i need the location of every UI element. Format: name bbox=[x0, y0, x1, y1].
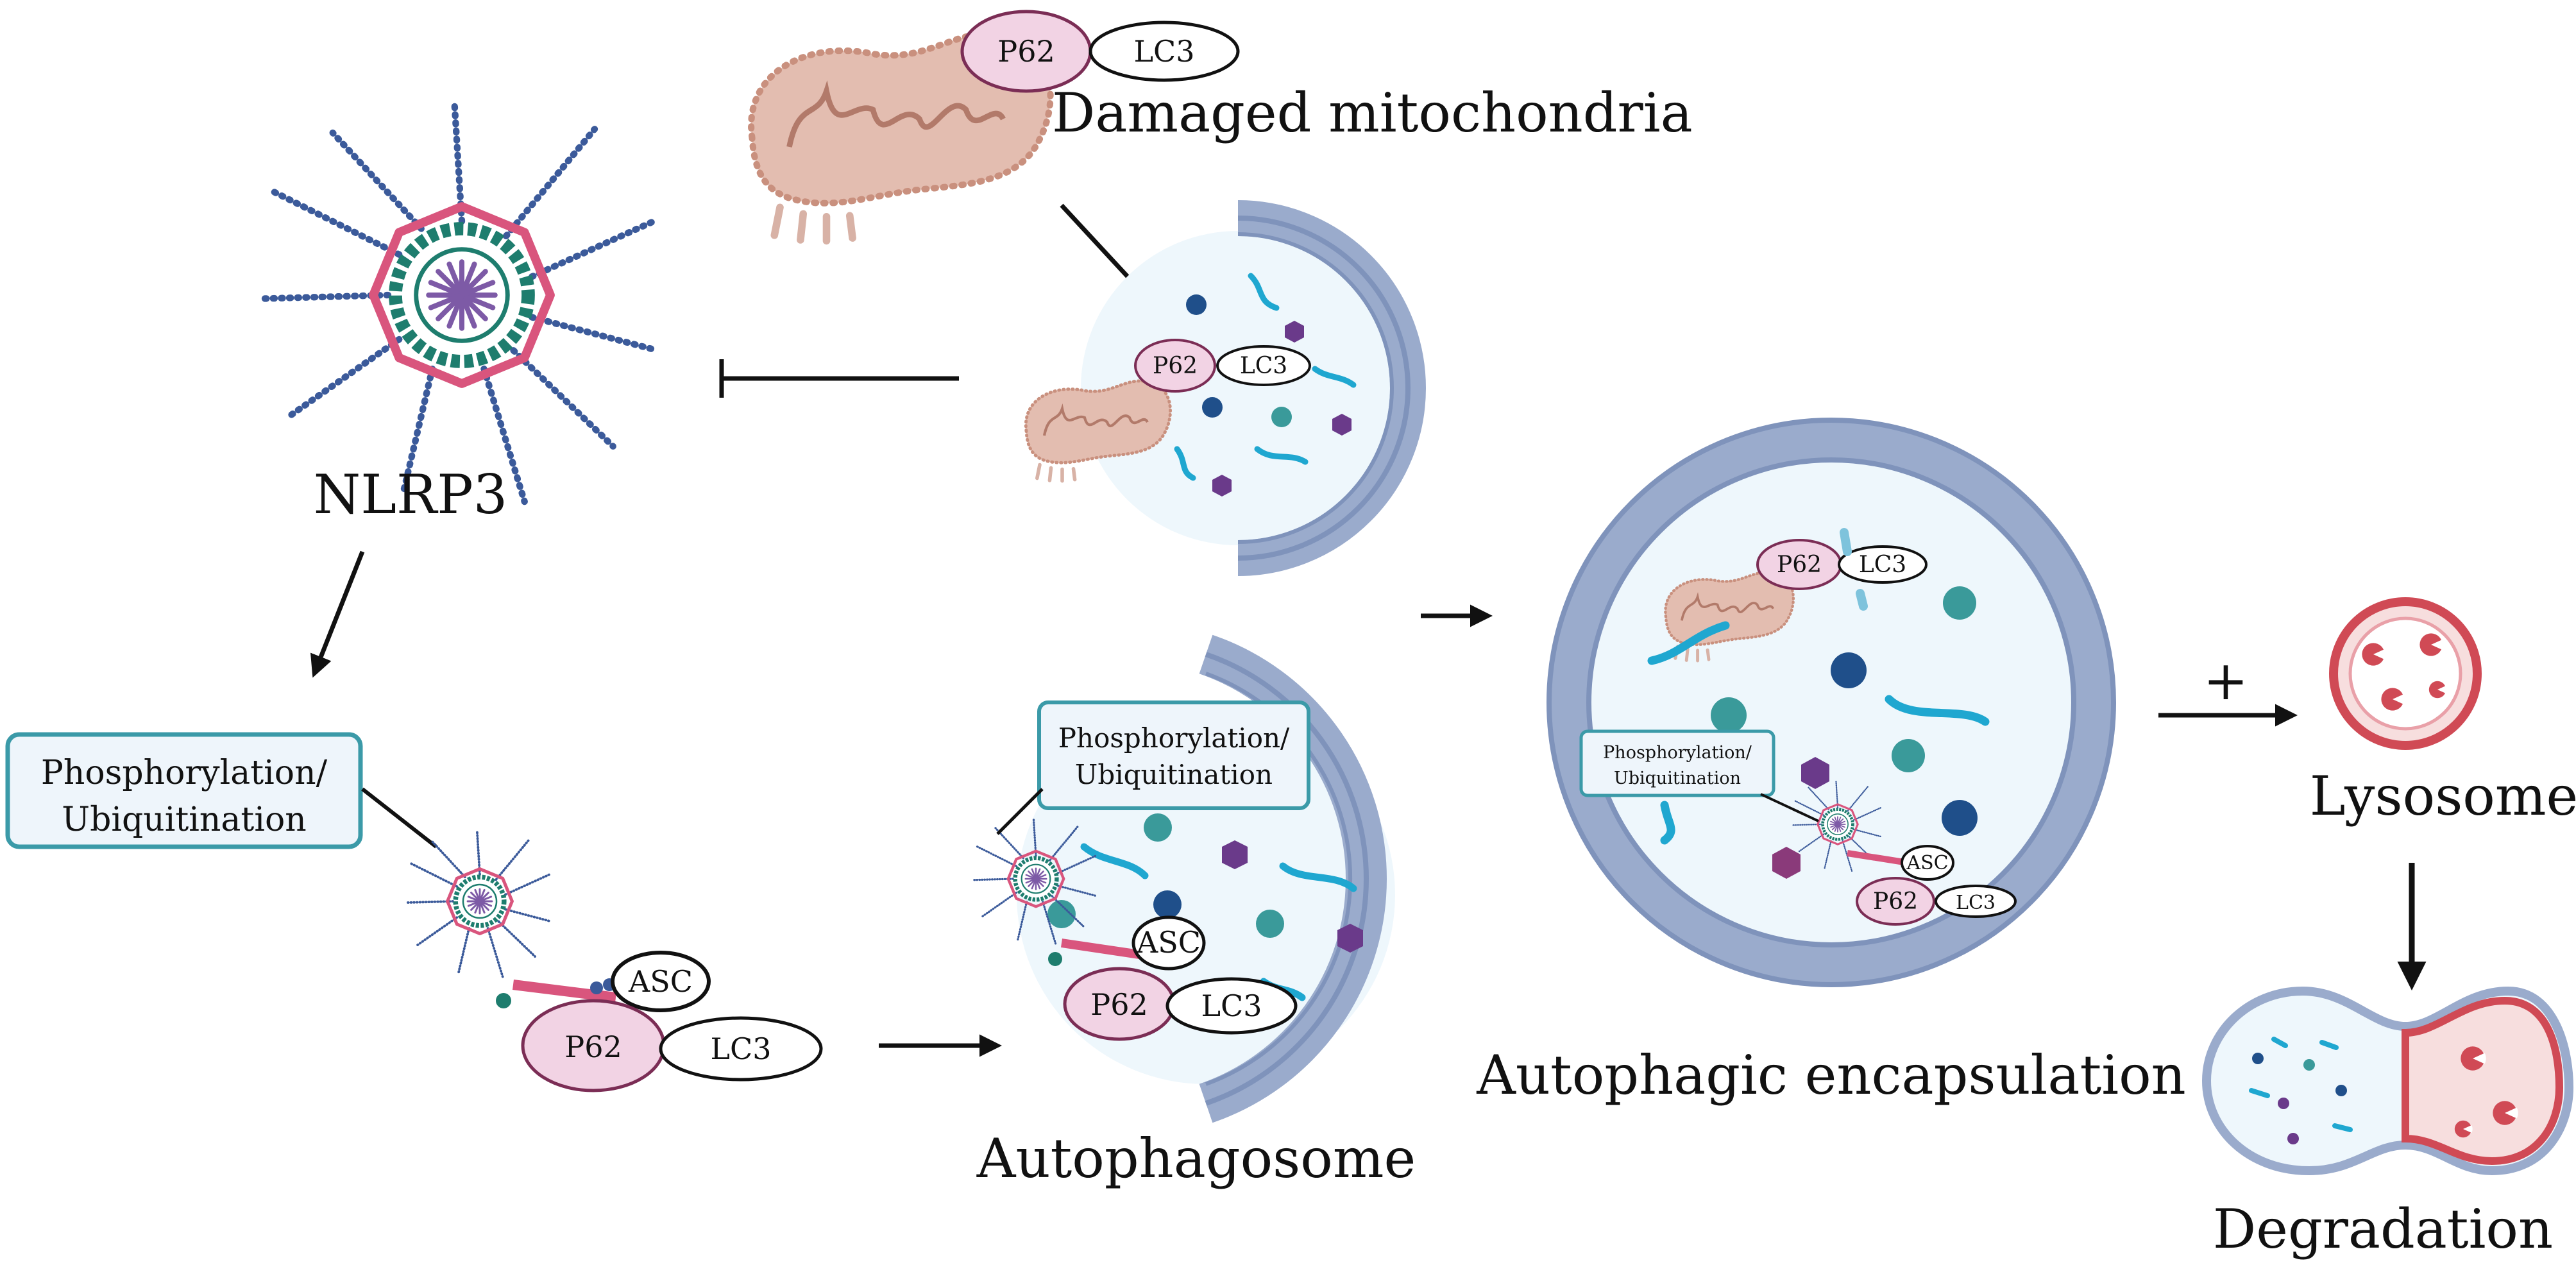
svg-text:P62: P62 bbox=[564, 1030, 622, 1064]
cargo bbox=[1047, 813, 1363, 1001]
lc3-badge: LC3 bbox=[1165, 977, 1298, 1035]
svg-text:LC3: LC3 bbox=[1133, 34, 1194, 69]
p62-badge: P62 bbox=[521, 999, 666, 1092]
p62-badge: P62 bbox=[960, 10, 1092, 93]
svg-text:Ubiquitination: Ubiquitination bbox=[1075, 759, 1273, 790]
lc3-badge: LC3 bbox=[1216, 345, 1311, 386]
svg-text:ASC: ASC bbox=[1136, 925, 1201, 960]
arrow-nlrp3-down bbox=[310, 550, 365, 678]
plus-label: + bbox=[2203, 649, 2248, 712]
box-pointer-mid bbox=[996, 788, 1044, 835]
box-pointer-right bbox=[1760, 793, 1819, 822]
svg-text:ASC: ASC bbox=[628, 964, 693, 999]
svg-text:ASC: ASC bbox=[1906, 852, 1948, 874]
svg-text:Ubiquitination: Ubiquitination bbox=[1614, 768, 1741, 788]
svg-text:P62: P62 bbox=[1153, 353, 1198, 379]
asc-linker-right bbox=[1847, 850, 1909, 866]
asc-linker-mid bbox=[1048, 938, 1149, 966]
lc3-badge: LC3 bbox=[1935, 885, 2017, 918]
p62-badge: P62 bbox=[1856, 877, 1935, 926]
phosphorylation-box-right: Phosphorylation/ Ubiquitination bbox=[1579, 729, 1775, 797]
svg-text:Phosphorylation/: Phosphorylation/ bbox=[1058, 722, 1290, 754]
asc-badge: ASC bbox=[611, 951, 711, 1012]
autophagosome-label: Autophagosome bbox=[976, 1127, 1416, 1190]
cargo bbox=[1647, 528, 1990, 879]
damaged-mitochondria-group: P62 LC3 Damaged mitochondria bbox=[751, 10, 1693, 241]
lc3-badge: LC3 bbox=[659, 1016, 823, 1082]
svg-text:P62: P62 bbox=[997, 34, 1055, 69]
lc3-badge: LC3 bbox=[1838, 545, 1928, 584]
svg-text:LC3: LC3 bbox=[1201, 989, 1262, 1023]
p62-badge: P62 bbox=[1063, 967, 1176, 1041]
svg-text:Phosphorylation/: Phosphorylation/ bbox=[1603, 743, 1752, 763]
svg-text:LC3: LC3 bbox=[710, 1032, 771, 1066]
lysosome-label: Lysosome bbox=[2310, 765, 2576, 828]
p62-badge: P62 bbox=[1756, 539, 1842, 590]
svg-text:P62: P62 bbox=[1873, 888, 1918, 915]
svg-text:LC3: LC3 bbox=[1240, 353, 1287, 379]
svg-text:P62: P62 bbox=[1090, 987, 1148, 1022]
lc3-badge: LC3 bbox=[1089, 21, 1240, 82]
p62-badge: P62 bbox=[1134, 339, 1216, 393]
nlrp3-inflammasome-icon bbox=[259, 103, 657, 502]
asc-badge: ASC bbox=[1901, 845, 1954, 881]
cargo bbox=[2249, 1037, 2353, 1144]
nlrp3-label: NLRP3 bbox=[314, 463, 508, 526]
box-pointer-left bbox=[361, 787, 437, 849]
inhibition-mito-to-nlrp3 bbox=[719, 359, 959, 398]
autophagic-encapsulation: P62 LC3 ASC P62 bbox=[1546, 418, 2116, 987]
cargo bbox=[1174, 273, 1357, 497]
svg-text:LC3: LC3 bbox=[1859, 552, 1906, 578]
phosphorylation-box-left: Phosphorylation/ Ubiquitination bbox=[5, 732, 363, 849]
autolysosome-icon bbox=[2201, 986, 2574, 1176]
phosphorylation-box-mid: Phosphorylation/ Ubiquitination bbox=[1037, 700, 1310, 810]
asc-badge: ASC bbox=[1131, 915, 1206, 971]
phagophore-top: P62 LC3 bbox=[1026, 200, 1426, 576]
svg-text:Ubiquitination: Ubiquitination bbox=[62, 801, 307, 839]
nlrp3-inflammasome-icon bbox=[406, 831, 552, 977]
svg-text:LC3: LC3 bbox=[1956, 892, 1996, 914]
svg-text:Phosphorylation/: Phosphorylation/ bbox=[41, 754, 328, 792]
degradation-label: Degradation bbox=[2213, 1198, 2553, 1261]
svg-text:P62: P62 bbox=[1777, 552, 1822, 578]
damaged-mitochondria-label: Damaged mitochondria bbox=[1052, 81, 1693, 144]
autophagic-encapsulation-label: Autophagic encapsulation bbox=[1476, 1044, 2186, 1107]
lysosome-icon bbox=[2329, 597, 2482, 750]
